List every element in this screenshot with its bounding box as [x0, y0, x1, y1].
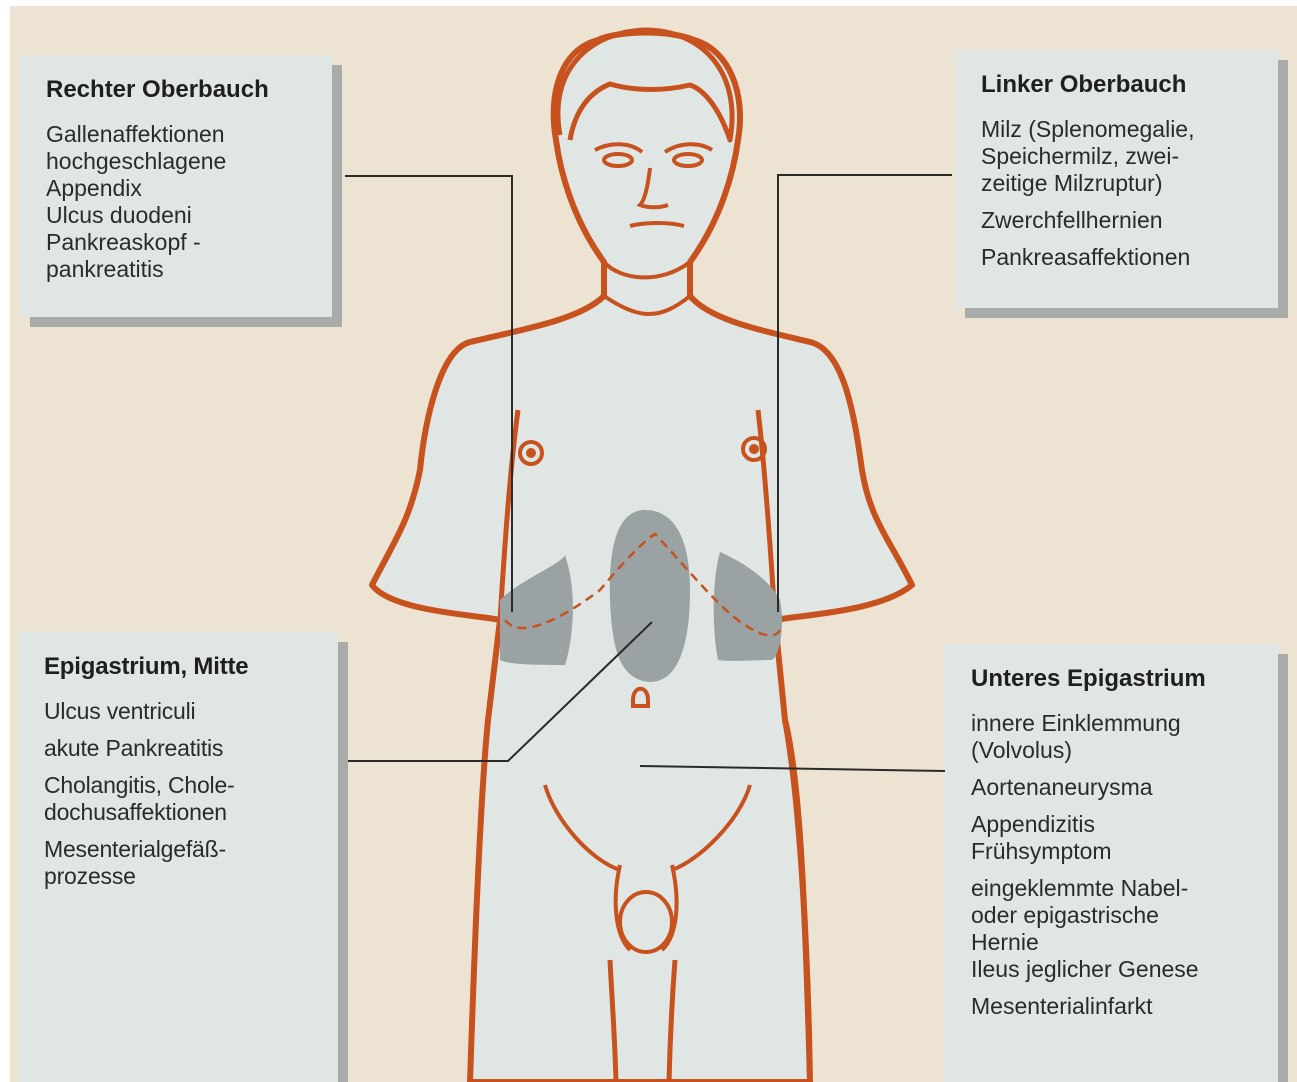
- panel-title: Unteres Epigastrium: [971, 664, 1268, 694]
- panel-item: Mesenterialinfarkt: [971, 993, 1268, 1020]
- organ-epigastrium: [610, 510, 690, 682]
- panel-title: Linker Oberbauch: [981, 70, 1268, 100]
- panel-item: eingeklemmte Nabel- oder epigastrische H…: [971, 875, 1268, 983]
- panel-item: Aortenaneurysma: [971, 774, 1268, 801]
- panel-item: Zwerchfellhernien: [981, 207, 1268, 234]
- panel-epigastrium-mitte: Epigastrium, Mitte Ulcus ventriculi akut…: [18, 632, 338, 1082]
- panel-item: Ulcus ventriculi: [44, 698, 328, 725]
- panel-item: Cholangitis, Chole- dochusaffektionen: [44, 772, 328, 826]
- panel-item: Gallenaffektionen hochgeschlagene Append…: [46, 121, 322, 283]
- panel-item: Pankreasaffektionen: [981, 244, 1268, 271]
- panel-rechter-oberbauch: Rechter Oberbauch Gallenaffektionen hoch…: [20, 55, 332, 317]
- panel-item: innere Einklemmung (Volvolus): [971, 710, 1268, 764]
- panel-item: Mesenterialgefäß- prozesse: [44, 836, 328, 890]
- panel-item: Milz (Splenomegalie, Speichermilz, zwei-…: [981, 116, 1268, 197]
- panel-unteres-epigastrium: Unteres Epigastrium innere Einklemmung (…: [945, 644, 1278, 1082]
- panel-item: Appendizitis Frühsymptom: [971, 811, 1268, 865]
- panel-linker-oberbauch: Linker Oberbauch Milz (Splenomegalie, Sp…: [955, 50, 1278, 308]
- panel-title: Epigastrium, Mitte: [44, 652, 328, 682]
- panel-title: Rechter Oberbauch: [46, 75, 322, 105]
- panel-item: akute Pankreatitis: [44, 735, 328, 762]
